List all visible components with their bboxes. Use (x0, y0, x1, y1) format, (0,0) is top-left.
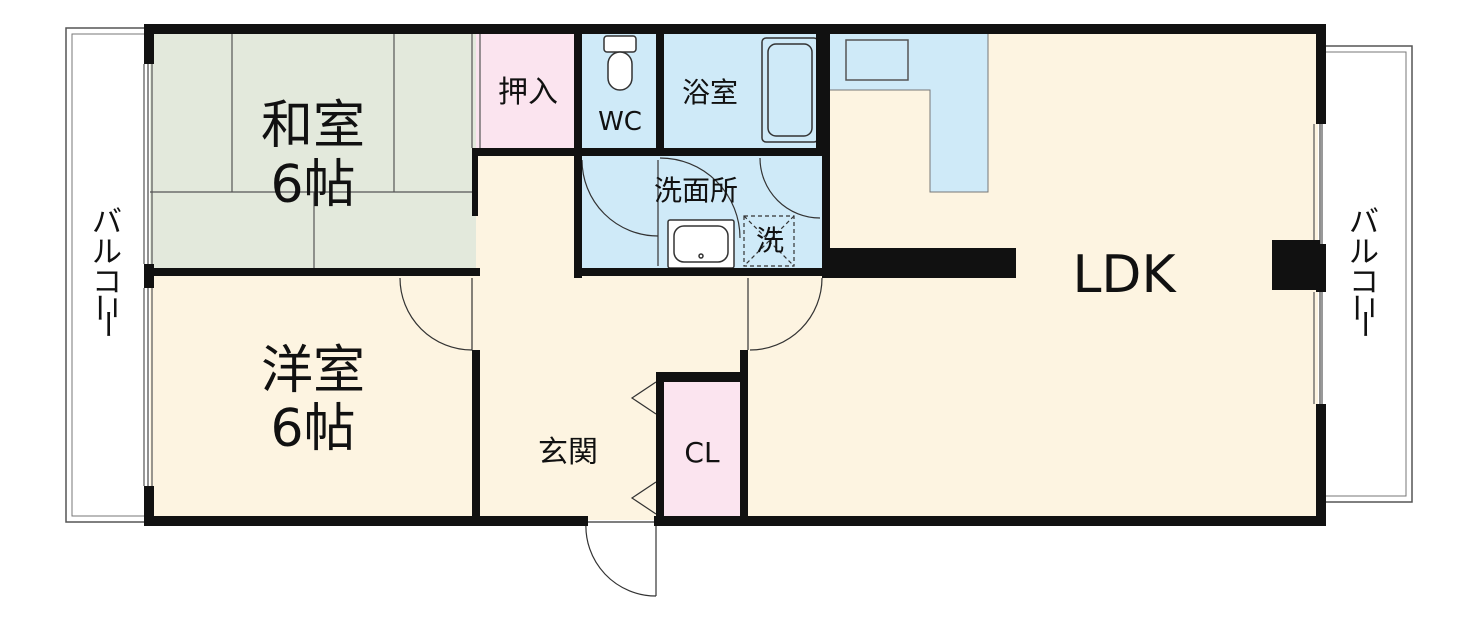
toilet-icon (603, 35, 637, 91)
oshiire-floor (476, 30, 578, 154)
door-swings (399, 157, 823, 597)
ldk-label: LDK (1072, 245, 1177, 305)
hall-floor-2 (578, 274, 744, 378)
balcony-right-area (1319, 45, 1413, 503)
washitsu-floor (150, 30, 476, 274)
svg-text:ニ: ニ (89, 293, 124, 323)
walls (144, 24, 1326, 526)
kitchen-sink (845, 39, 909, 81)
closet-label: CL (684, 436, 720, 469)
washitsu-label: 和室 (261, 96, 365, 156)
genkan-label: 玄関 (538, 435, 598, 470)
bathtub-icon (761, 37, 819, 143)
washbasin-icon (667, 219, 735, 269)
washitsu-size-label: 6帖 (270, 155, 355, 215)
senmenjo-label: 洗面所 (654, 174, 738, 207)
balcony-left-label: バ ル コ ニ ー (89, 205, 124, 339)
genkan-floor (476, 378, 660, 520)
svg-text:ニ: ニ (1346, 293, 1381, 323)
hall-floor (476, 154, 578, 378)
washing-machine-space (743, 215, 795, 267)
svg-text:バ: バ (1349, 205, 1379, 240)
oshiire-label: 押入 (498, 75, 558, 110)
svg-text:ル: ル (92, 235, 122, 270)
svg-text:バ: バ (92, 205, 122, 240)
tatami-lines (150, 30, 476, 274)
svg-text:コ: コ (1349, 265, 1379, 300)
svg-text:ー: ー (89, 309, 124, 339)
balcony-right-label: バ ル コ ニ ー (1346, 205, 1381, 339)
closet-floor (660, 378, 744, 520)
yokushitsu-label: 浴室 (682, 76, 738, 109)
svg-text:ー: ー (1346, 309, 1381, 339)
youshitsu-size-label: 6帖 (270, 399, 355, 459)
svg-text:ル: ル (1349, 235, 1379, 270)
youshitsu-label: 洋室 (261, 341, 365, 401)
youshitsu-floor (150, 274, 476, 520)
svg-text:コ: コ (92, 265, 122, 300)
wc-label: WC (598, 107, 642, 137)
windows (143, 34, 1323, 486)
ldk-lower-floor (744, 274, 824, 520)
balcony-left-area (65, 27, 149, 523)
sentakuki-label: 洗 (756, 224, 784, 257)
closet-fold-doors (630, 381, 657, 515)
